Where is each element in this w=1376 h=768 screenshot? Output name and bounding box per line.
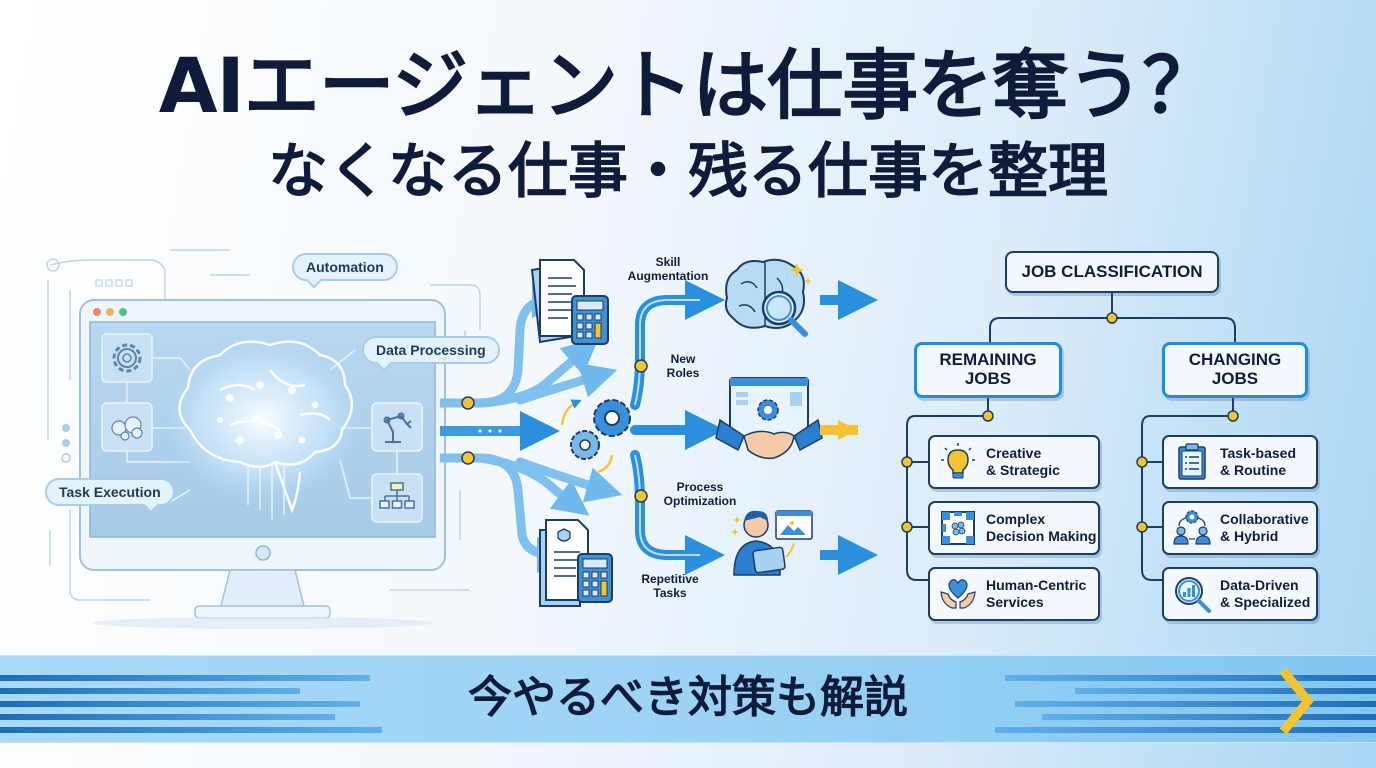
document-calculator-icon — [530, 259, 609, 345]
document-shield-calculator-icon — [539, 519, 613, 607]
banner-stripe — [1015, 701, 1376, 707]
power-button — [255, 545, 271, 561]
banner-stripe — [0, 727, 382, 733]
team-gear-icon — [1173, 510, 1211, 545]
output-pipes — [630, 280, 725, 575]
label-repetitive-tasks: Repetitive Tasks — [641, 572, 699, 601]
category-remaining-jobs: REMAINING JOBS — [914, 342, 1062, 398]
label-process-optimization: Process Optimization — [663, 480, 737, 509]
handshake-icon — [715, 377, 823, 460]
flow-illustration — [440, 258, 878, 607]
banner-stripe — [0, 714, 335, 720]
hierarchy-icon — [379, 482, 415, 509]
decor-dot — [62, 439, 70, 447]
brain-glow — [153, 330, 373, 510]
data-processing-bubble: Data Processing — [362, 336, 500, 364]
junction-dot — [634, 489, 648, 503]
gears-icon — [593, 399, 631, 437]
job-item-creative-strategic: Creative& Strategic — [928, 435, 1100, 489]
window-dot-green — [119, 308, 127, 316]
monitor-illustration — [46, 249, 481, 629]
banner-stripe — [1042, 714, 1376, 720]
monitor-stand — [219, 569, 306, 611]
banner-text: 今やるべき対策も解説 — [468, 672, 908, 723]
banner-stripe — [0, 688, 300, 694]
junction-dot — [461, 396, 475, 410]
job-tree-connectors — [901, 292, 1239, 581]
cycle-arrow — [597, 454, 614, 474]
banner-stripe — [1005, 675, 1376, 681]
gear-tile — [101, 333, 153, 383]
task-execution-bubble: Task Execution — [45, 478, 175, 506]
job-item-task-based-routine: Task-based& Routine — [1162, 435, 1318, 489]
label-skill-augmentation: Skill Augmentation — [627, 255, 709, 284]
banner-stripe — [1075, 688, 1376, 694]
cycle-arrow — [560, 399, 582, 426]
junction-dot — [461, 451, 475, 465]
automation-bubble: Automation — [292, 253, 398, 281]
job-item-collaborative-hybrid: Collaborative& Hybrid — [1162, 501, 1318, 555]
puzzle-icon — [941, 511, 975, 545]
banner-stripe — [995, 727, 1376, 733]
clipboard-icon — [1178, 443, 1206, 480]
decor-dot — [62, 424, 70, 432]
robot-arm-icon — [383, 412, 412, 443]
page-title: AIエージェントは仕事を奪う？ — [158, 41, 1219, 130]
banner-stripe — [0, 701, 360, 707]
job-classification-root: JOB CLASSIFICATION — [1005, 251, 1219, 293]
lightbulb-icon — [941, 443, 975, 479]
job-item-data-driven-specialized: Data-Driven& Specialized — [1162, 567, 1318, 621]
window-dot-red — [93, 308, 101, 316]
circuit-lines — [47, 249, 481, 601]
input-pipes — [440, 282, 623, 573]
magnifier-chart-icon — [1175, 577, 1211, 613]
brain-icon — [178, 340, 353, 514]
banner-stripe — [0, 675, 370, 681]
category-changing-jobs: CHANGING JOBS — [1162, 342, 1308, 398]
page-subtitle: なくなる仕事・残る仕事を整理 — [268, 137, 1108, 207]
cloud-gear-icon — [111, 416, 143, 441]
chevron-right-icon[interactable] — [1278, 668, 1322, 734]
tree-nodes — [901, 312, 1239, 533]
robot-arm-tile — [371, 402, 423, 452]
brain-magnifier-icon — [724, 258, 812, 337]
label-new-roles: New Roles — [666, 352, 700, 381]
junction-dot — [634, 359, 648, 373]
gear-icon — [112, 343, 142, 373]
person-tablet-icon — [731, 510, 813, 576]
heart-hands-icon — [940, 579, 976, 609]
window-dot-yellow — [106, 308, 114, 316]
